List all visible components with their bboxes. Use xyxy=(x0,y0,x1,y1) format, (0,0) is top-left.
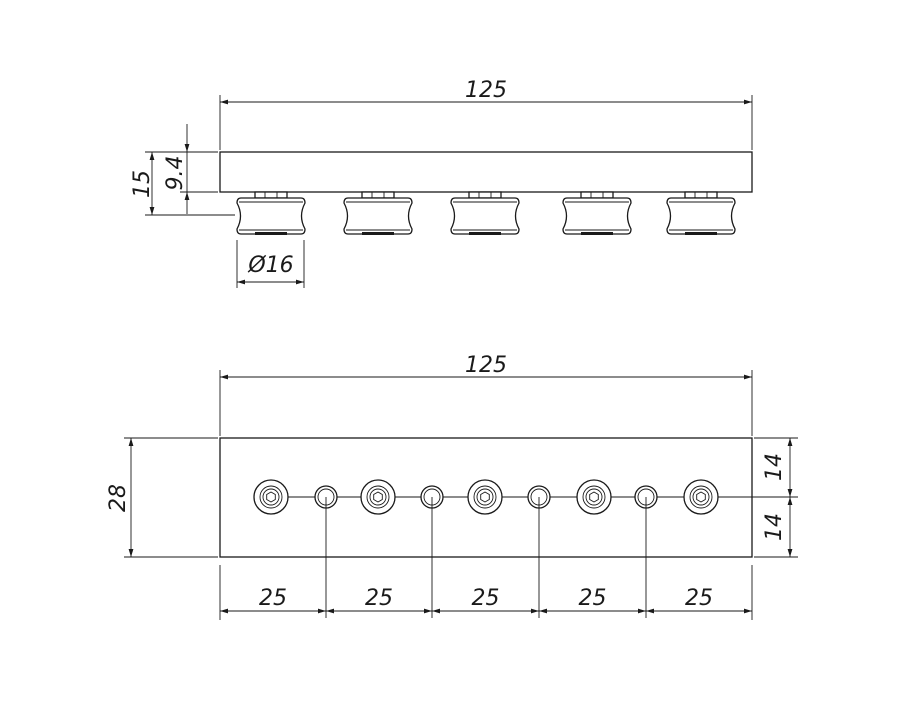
wheel xyxy=(236,191,306,235)
wheel xyxy=(343,191,413,235)
spacing-label: 25 xyxy=(365,586,393,611)
spacing-label: 25 xyxy=(685,586,713,611)
hex-socket xyxy=(696,491,706,503)
mounting-hole xyxy=(420,485,444,618)
counterbore-hole xyxy=(576,479,612,515)
wheel xyxy=(450,191,520,235)
hex-socket xyxy=(373,491,383,503)
wheel-axle xyxy=(684,191,718,199)
wheel-base xyxy=(685,232,717,235)
hex-socket xyxy=(589,491,599,503)
hole-row xyxy=(253,479,719,618)
wheel xyxy=(666,191,736,235)
wheel-body xyxy=(236,197,306,235)
spacing-label: 25 xyxy=(259,586,287,611)
side-view: 125 15 9.4 Ø16 xyxy=(130,78,753,288)
side-length-label: 125 xyxy=(465,78,507,103)
wheel-axle xyxy=(468,191,502,199)
offset-bottom-label: 14 xyxy=(762,513,787,541)
spacing-label: 25 xyxy=(579,586,607,611)
rail-body xyxy=(219,151,753,193)
top-width-label: 28 xyxy=(106,484,131,512)
wheel xyxy=(562,191,632,235)
wheel-axle xyxy=(580,191,614,199)
spacing-label: 25 xyxy=(472,586,500,611)
spacing-dimensions: 25 25 25 25 25 xyxy=(220,586,752,614)
wheel-diameter-label: Ø16 xyxy=(247,253,293,278)
hex-socket xyxy=(266,491,276,503)
wheel-axle xyxy=(361,191,395,199)
offset-top-label: 14 xyxy=(762,453,787,481)
top-length-label: 125 xyxy=(465,353,507,378)
counterbore-hole xyxy=(360,479,396,515)
wheel-base xyxy=(255,232,287,235)
wheel-base xyxy=(469,232,501,235)
counterbore-hole xyxy=(683,479,719,515)
wheel-body xyxy=(562,197,632,235)
wheel-base xyxy=(362,232,394,235)
side-height-label: 15 xyxy=(130,170,155,198)
hex-socket xyxy=(480,491,490,503)
counterbore-hole xyxy=(253,479,289,515)
mounting-hole xyxy=(314,485,338,618)
top-view: 125 28 14 14 25 25 25 25 25 xyxy=(106,353,798,620)
wheel-base xyxy=(581,232,613,235)
wheel-axle xyxy=(254,191,288,199)
wheel-body xyxy=(343,197,413,235)
mounting-hole xyxy=(634,485,658,618)
mounting-hole xyxy=(527,485,551,618)
wheel-row xyxy=(236,191,736,235)
wheel-body xyxy=(450,197,520,235)
wheel-body xyxy=(666,197,736,235)
counterbore-hole xyxy=(467,479,503,515)
side-body-height-label: 9.4 xyxy=(163,156,188,191)
